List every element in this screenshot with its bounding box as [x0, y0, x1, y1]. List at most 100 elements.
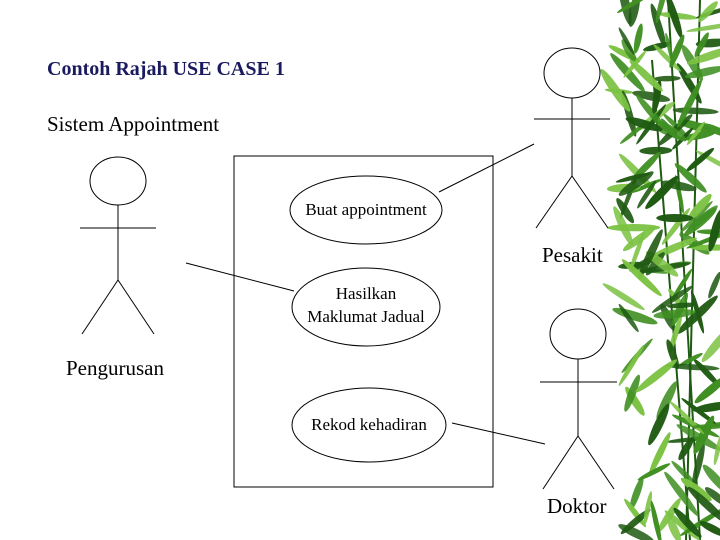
system-boundary [233, 155, 494, 488]
bamboo-leaf [623, 50, 647, 78]
actor-left-leg [81, 279, 119, 335]
bamboo-leaf [643, 491, 652, 526]
bamboo-leaf [687, 486, 720, 524]
bamboo-leaf [671, 268, 693, 301]
bamboo-leaf [657, 497, 682, 533]
usecase-label: Rekod kehadiran [311, 415, 427, 434]
bamboo-leaf [618, 27, 635, 55]
association-pesakit-buat-appointment [438, 143, 535, 193]
usecase-buat-appointment[interactable]: Buat appointment [289, 175, 443, 245]
bamboo-leaf [690, 290, 705, 334]
actor-doktor[interactable]: Doktor [540, 308, 617, 518]
bamboo-leaf [708, 271, 720, 299]
bamboo-leaf [629, 476, 644, 510]
bamboo-leaf [653, 75, 681, 82]
bamboo-leaf [621, 39, 637, 63]
bamboo-leaf [635, 359, 678, 393]
bamboo-leaf [602, 283, 645, 311]
bamboo-leaf [637, 463, 671, 481]
bamboo-leaf [698, 1, 718, 22]
bamboo-leaf [664, 471, 699, 517]
actor-label-doktor: Doktor [547, 494, 607, 518]
bamboo-leaf [677, 79, 702, 128]
bamboo-leaf [686, 22, 720, 32]
bamboo-leaf [680, 477, 712, 502]
bamboo-leaf [702, 464, 720, 494]
bamboo-leaf [666, 0, 683, 39]
bamboo-leaf [639, 146, 673, 155]
bamboo-leaf [653, 309, 696, 319]
actor-head [543, 47, 601, 99]
bamboo-leaf [618, 0, 632, 25]
bamboo-leaf [655, 0, 669, 24]
bamboo-leaf [679, 352, 703, 367]
actor-pesakit[interactable]: Pesakit [534, 47, 610, 267]
usecase-ellipse [291, 387, 447, 463]
bamboo-leaf [661, 118, 678, 140]
bamboo-leaf [617, 0, 656, 13]
bamboo-leaf [667, 517, 681, 540]
bamboo-leaf [694, 32, 709, 58]
bamboo-leaf [649, 432, 671, 475]
association-doktor-rekod [451, 422, 546, 445]
bamboo-leaf [688, 193, 712, 221]
bamboo-leaf [653, 44, 681, 72]
bamboo-leaf [666, 363, 720, 371]
actor-head [549, 308, 607, 360]
bamboo-leaf [686, 121, 705, 145]
bamboo-leaf [618, 303, 639, 333]
usecase-hasilkan-maklumat-jadual[interactable]: Hasilkan Maklumat Jadual [291, 267, 441, 347]
bamboo-leaf [618, 171, 654, 196]
bamboo-leaf [637, 180, 657, 209]
bamboo-leaf [648, 403, 670, 446]
usecase-label-line2: Maklumat Jadual [307, 307, 425, 326]
actor-left-leg [542, 435, 579, 490]
bamboo-leaf [661, 180, 697, 192]
bamboo-leaf [629, 59, 663, 92]
actor-right-leg [571, 175, 609, 229]
bamboo-leaf [616, 198, 635, 224]
bamboo-leaf [651, 285, 694, 313]
bamboo-leaf [638, 229, 663, 279]
usecase-label-line1: Hasilkan [336, 284, 397, 303]
bamboo-leaf [669, 34, 685, 68]
slide-title: Contoh Rajah USE CASE 1 [47, 58, 285, 80]
bamboo-leaf [633, 23, 643, 54]
usecase-ellipse [289, 175, 443, 245]
bamboo-leaf [656, 381, 678, 420]
bamboo-leaf [690, 244, 720, 251]
bamboo-leaf [632, 90, 671, 102]
bamboo-leaf [704, 487, 720, 507]
bamboo-leaf [691, 423, 720, 428]
usecase-rekod-kehadiran[interactable]: Rekod kehadiran [291, 387, 447, 463]
bamboo-leaf [618, 524, 655, 540]
bamboo-leaf [678, 437, 694, 461]
bamboo-leaf [625, 117, 663, 132]
usecase-label: Buat appointment [305, 200, 427, 219]
actor-head [89, 156, 147, 206]
bamboo-leaf [699, 521, 720, 537]
bamboo-leaf [650, 3, 666, 48]
bamboo-leaf [701, 326, 720, 363]
association-pengurusan-hasilkan [185, 262, 295, 292]
bamboo-leaf [656, 213, 694, 223]
actor-pengurusan[interactable]: Pengurusan [66, 156, 164, 380]
bamboo-leaf [684, 66, 720, 79]
usecase-ellipse [291, 267, 441, 347]
bamboo-leaf [708, 209, 720, 252]
bamboo-leaf [673, 507, 702, 538]
actor-left-leg [535, 175, 573, 229]
bamboo-leaf [679, 200, 713, 233]
bamboo-leaf [600, 68, 631, 112]
bamboo-leaf [683, 207, 717, 237]
slide-subtitle: Sistem Appointment [47, 112, 220, 136]
bamboo-leaf [686, 45, 720, 65]
bamboo-leaf [650, 500, 662, 540]
bamboo-leaf [667, 302, 697, 309]
bamboo-leaf [693, 401, 720, 413]
bamboo-leaf [621, 259, 662, 297]
bamboo-leaf [664, 510, 700, 540]
actor-right-leg [117, 279, 155, 335]
